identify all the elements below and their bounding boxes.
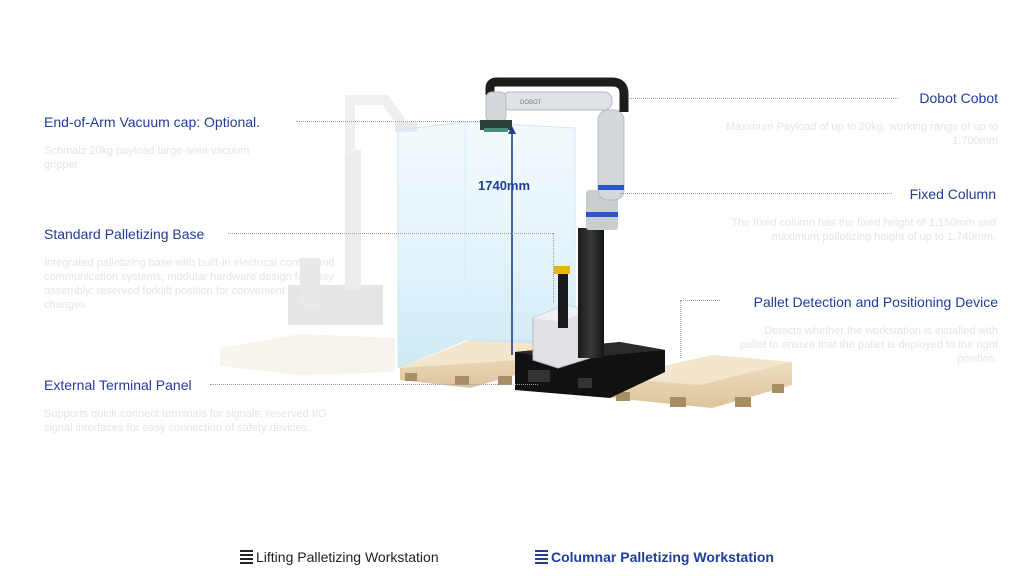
leader-dobot-cobot — [628, 98, 898, 99]
robot-brand-label: DOBOT — [520, 100, 542, 106]
callout-desc: Integrated palletizing base with built-i… — [44, 257, 335, 311]
control-cabinet — [532, 266, 591, 369]
leader-palletizing-base — [228, 233, 553, 234]
leader-terminal-panel — [210, 384, 538, 385]
fixed-column — [578, 190, 618, 358]
callout-palletizing-base: Standard Palletizing Base Integrated pal… — [44, 226, 344, 312]
tab-lifting-palletizing[interactable]: Lifting Palletizing Workstation — [240, 549, 439, 565]
leader-palletizing-base-drop — [553, 233, 554, 303]
callout-desc: Schmalz 20kg payload large-area vacuum g… — [44, 145, 250, 171]
tab-columnar-palletizing[interactable]: Columnar Palletizing Workstation — [535, 549, 774, 565]
callout-title: Standard Palletizing Base — [44, 226, 205, 242]
callout-terminal-panel: External Terminal Panel Supports quick-c… — [44, 377, 354, 435]
robot-arm: DOBOT — [480, 77, 629, 201]
callout-title: Fixed Column — [909, 186, 996, 202]
callout-desc: Maximum Payload of up to 20kg, working r… — [725, 121, 998, 147]
height-dimension-label: 1740mm — [478, 178, 531, 193]
list-icon — [240, 550, 253, 564]
leader-pallet-detection-drop — [680, 300, 681, 358]
leader-vacuum-cap — [296, 121, 480, 122]
callout-desc: Detects whether the workstation is insta… — [739, 325, 998, 365]
callout-vacuum-cap: End-of-Arm Vacuum cap: Optional. Schmalz… — [44, 114, 294, 172]
callout-desc: The fixed column has the fixed height of… — [731, 217, 996, 243]
callout-pallet-detection: Pallet Detection and Positioning Device … — [678, 294, 998, 366]
leader-fixed-column — [620, 193, 892, 194]
tab-label: Lifting Palletizing Workstation — [256, 549, 439, 565]
ghost-lifting-workstation — [220, 95, 417, 375]
callout-fixed-column: Fixed Column The fixed column has the fi… — [676, 186, 996, 244]
list-icon — [535, 550, 548, 564]
callout-title: End-of-Arm Vacuum cap: Optional. — [44, 114, 261, 130]
left-pallet — [400, 340, 540, 388]
callout-title: External Terminal Panel — [44, 377, 192, 393]
callout-title: Dobot Cobot — [919, 90, 998, 106]
leader-pallet-detection — [680, 300, 720, 301]
callout-title: Pallet Detection and Positioning Device — [753, 294, 998, 310]
callout-desc: Supports quick-connect terminals for sig… — [44, 408, 327, 434]
tab-label: Columnar Palletizing Workstation — [551, 549, 774, 565]
workstation-tabs: Lifting Palletizing Workstation Columnar… — [240, 549, 840, 571]
callout-dobot-cobot: Dobot Cobot Maximum Payload of up to 20k… — [678, 90, 998, 148]
